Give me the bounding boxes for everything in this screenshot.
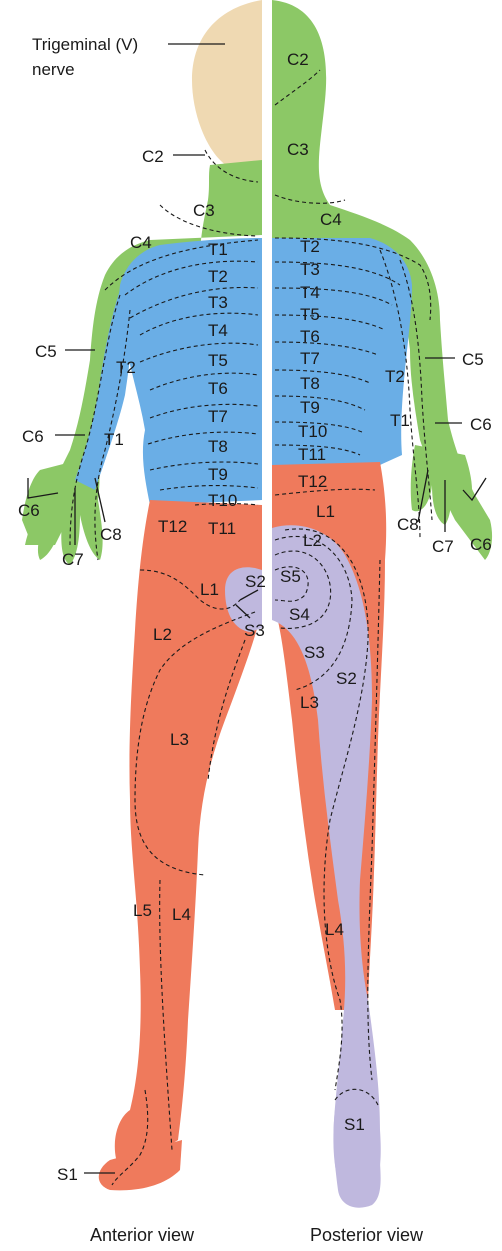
anterior-thoracic-region bbox=[119, 238, 262, 505]
posterior-label-s4: S4 bbox=[289, 605, 310, 624]
anterior-label-t7: T7 bbox=[208, 407, 228, 426]
posterior-label-c7: C7 bbox=[432, 537, 454, 556]
anterior-label-t9: T9 bbox=[208, 465, 228, 484]
posterior-label-t9: T9 bbox=[300, 398, 320, 417]
posterior-label-l3: L3 bbox=[300, 693, 319, 712]
anterior-label-s1: S1 bbox=[57, 1165, 78, 1184]
anterior-label-s3: S3 bbox=[244, 621, 265, 640]
anterior-label-c6: C6 bbox=[22, 427, 44, 446]
anterior-label-t2-arm: T2 bbox=[116, 358, 136, 377]
posterior-label-t6: T6 bbox=[300, 327, 320, 346]
posterior-label-t2: T2 bbox=[300, 237, 320, 256]
posterior-label-c5: C5 bbox=[462, 350, 484, 369]
anterior-label-l3: L3 bbox=[170, 730, 189, 749]
posterior-label-t10: T10 bbox=[298, 422, 327, 441]
posterior-label-c6-hand: C6 bbox=[470, 535, 492, 554]
anterior-label-c6-hand: C6 bbox=[18, 501, 40, 520]
trigeminal-label-line1: Trigeminal (V) bbox=[32, 35, 138, 54]
anterior-label-t2: T2 bbox=[208, 267, 228, 286]
anterior-label-c4: C4 bbox=[130, 233, 152, 252]
posterior-label-t8: T8 bbox=[300, 374, 320, 393]
posterior-label-t2-arm: T2 bbox=[385, 367, 405, 386]
anterior-label-c7: C7 bbox=[62, 550, 84, 569]
anterior-label-s2: S2 bbox=[245, 572, 266, 591]
anterior-label-t12: T12 bbox=[158, 517, 187, 536]
posterior-label-t3: T3 bbox=[300, 260, 320, 279]
anterior-label-l5: L5 bbox=[133, 901, 152, 920]
posterior-label-c6: C6 bbox=[470, 415, 492, 434]
anterior-label-c2: C2 bbox=[142, 147, 164, 166]
posterior-thoracic-region bbox=[272, 238, 412, 470]
posterior-label-t5: T5 bbox=[300, 305, 320, 324]
posterior-label-t4: T4 bbox=[300, 283, 320, 302]
posterior-label-s5: S5 bbox=[280, 567, 301, 586]
posterior-label-l4: L4 bbox=[325, 920, 344, 939]
anterior-label-t3: T3 bbox=[208, 293, 228, 312]
anterior-label-t11: T11 bbox=[208, 519, 236, 538]
anterior-label-t10: T10 bbox=[208, 491, 237, 510]
anterior-label-t1: T1 bbox=[208, 240, 228, 259]
view-divider bbox=[262, 0, 272, 1210]
anterior-label-t8: T8 bbox=[208, 437, 228, 456]
anterior-label-l2: L2 bbox=[153, 625, 172, 644]
anterior-label-c5: C5 bbox=[35, 342, 57, 361]
anterior-body bbox=[22, 0, 262, 1190]
posterior-label-c8: C8 bbox=[397, 515, 419, 534]
posterior-label-t7: T7 bbox=[300, 349, 320, 368]
posterior-label-s2: S2 bbox=[336, 669, 357, 688]
anterior-view-caption: Anterior view bbox=[90, 1225, 195, 1245]
posterior-label-l2: L2 bbox=[303, 531, 322, 550]
anterior-label-l4: L4 bbox=[172, 905, 191, 924]
posterior-label-c4: C4 bbox=[320, 210, 342, 229]
posterior-view-caption: Posterior view bbox=[310, 1225, 424, 1245]
posterior-label-c3: C3 bbox=[287, 140, 309, 159]
anterior-label-c8: C8 bbox=[100, 525, 122, 544]
posterior-label-c2: C2 bbox=[287, 50, 309, 69]
posterior-label-l1: L1 bbox=[316, 502, 335, 521]
posterior-label-t12: T12 bbox=[298, 472, 327, 491]
anterior-label-t4: T4 bbox=[208, 321, 228, 340]
anterior-head bbox=[192, 0, 262, 176]
anterior-label-t6: T6 bbox=[208, 379, 228, 398]
posterior-label-s3: S3 bbox=[304, 643, 325, 662]
trigeminal-label-line2: nerve bbox=[32, 60, 75, 79]
anterior-label-l1: L1 bbox=[200, 580, 219, 599]
posterior-label-t11: T11 bbox=[298, 445, 326, 464]
posterior-label-t1-arm: T1 bbox=[390, 411, 410, 430]
anterior-label-t5: T5 bbox=[208, 351, 228, 370]
posterior-label-s1: S1 bbox=[344, 1115, 365, 1134]
anterior-label-t1-arm: T1 bbox=[104, 430, 124, 449]
posterior-body bbox=[272, 0, 492, 1208]
anterior-label-c3: C3 bbox=[193, 201, 215, 220]
